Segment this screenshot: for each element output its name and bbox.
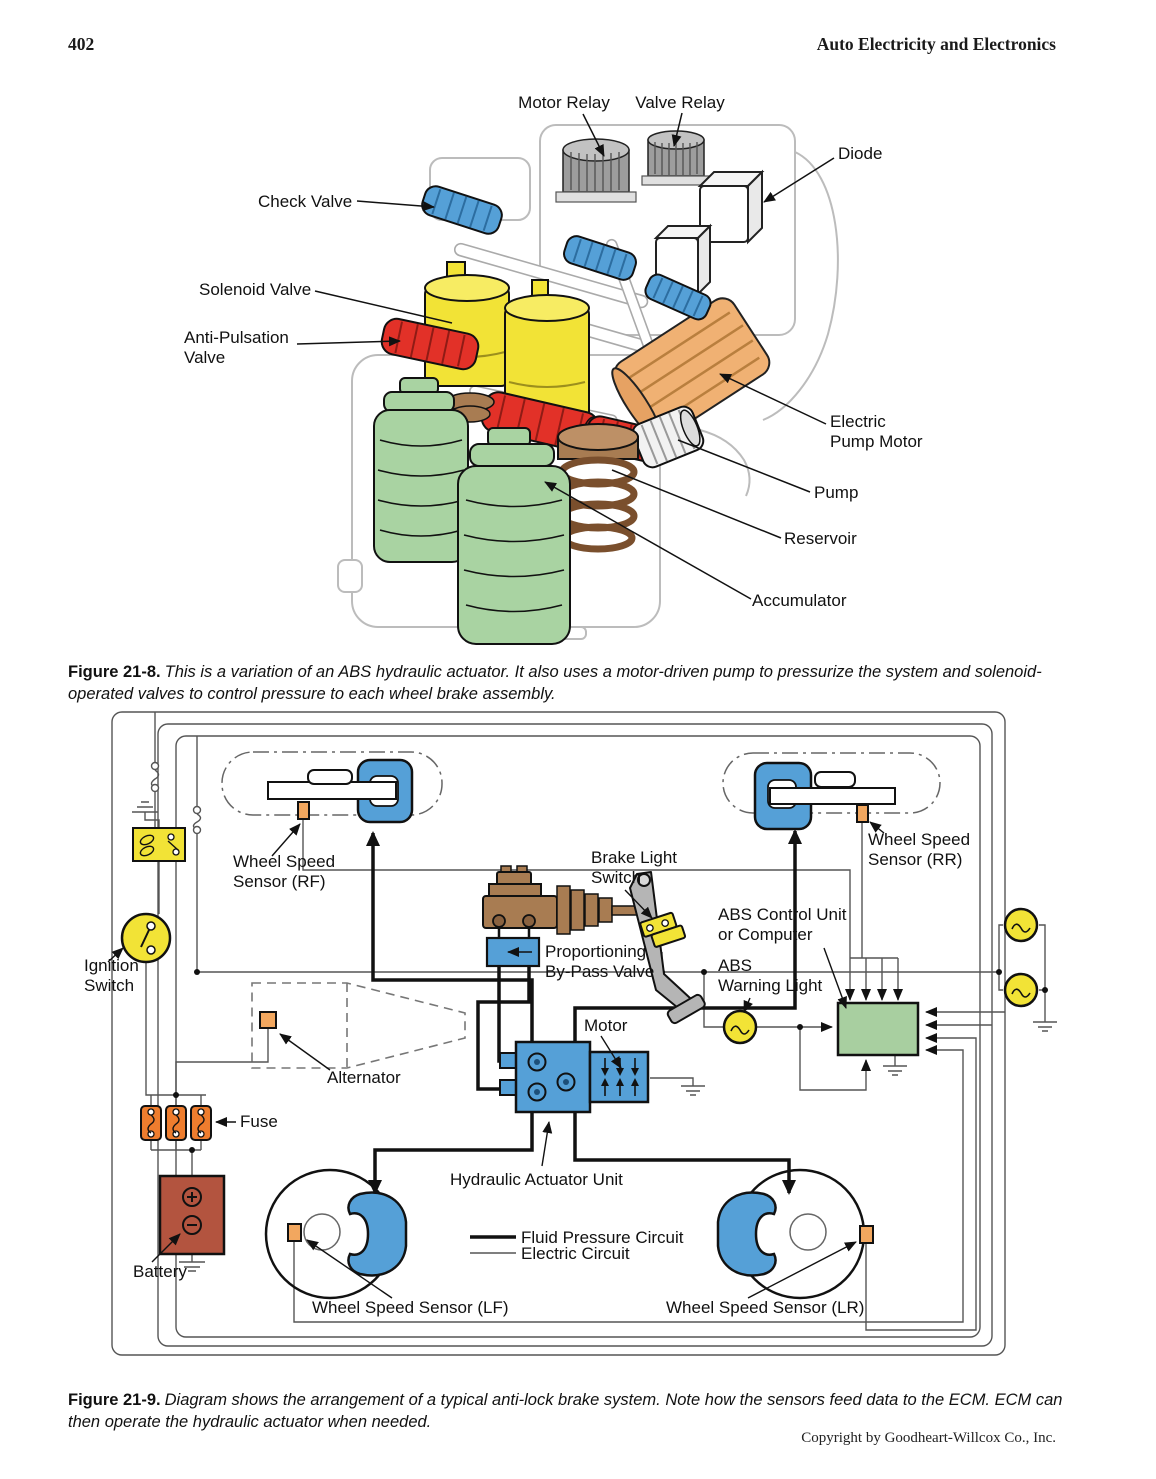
label-wheel-speed-sensor-rf: Wheel Speed Sensor (RF)	[233, 852, 336, 891]
brake-caliper-lf	[347, 1191, 408, 1277]
label-anti-pulsation-valve: Anti-Pulsation Valve	[184, 328, 289, 367]
figure-21-8-caption: Figure 21-8.This is a variation of an AB…	[68, 661, 1068, 706]
label-wheel-speed-sensor-lf: Wheel Speed Sensor (LF)	[312, 1298, 509, 1317]
label-motor: Motor	[584, 1016, 628, 1035]
figure-21-9-caption-label: Figure 21-9.	[68, 1390, 161, 1409]
reservoir-shape	[445, 392, 639, 553]
legend-electric-circuit: Electric Circuit	[521, 1244, 630, 1263]
ignition-switch-shape	[120, 912, 172, 964]
pump-shape	[631, 405, 705, 469]
master-cylinder-shape	[482, 865, 649, 935]
abs-warning-light-shape	[722, 1009, 758, 1045]
label-fuse: Fuse	[240, 1112, 278, 1131]
label-abs-control-unit: ABS Control Unit or Computer	[718, 905, 847, 944]
diagram-frame-wires	[111, 711, 1006, 1356]
figure-21-9-caption: Figure 21-9.Diagram shows the arrangemen…	[68, 1389, 1068, 1434]
label-abs-warning-light: ABS Warning Light	[718, 956, 823, 995]
figure-21-9-diagram	[107, 711, 1057, 1356]
alternator-shape	[251, 982, 466, 1069]
figure-21-9-caption-text: Diagram shows the arrangement of a typic…	[68, 1390, 1063, 1431]
figure-21-8-illustration	[296, 112, 839, 645]
label-motor-relay: Motor Relay	[518, 93, 610, 112]
sensor-rr	[856, 804, 869, 823]
check-valve-shapes	[563, 235, 712, 321]
label-proportioning-bypass-valve: Proportioning By-Pass Valve	[545, 942, 655, 981]
label-reservoir: Reservoir	[784, 529, 857, 548]
relay-shape	[132, 827, 186, 862]
label-battery: Battery	[133, 1262, 187, 1281]
copyright-notice: Copyright by Goodheart-Willcox Co., Inc.	[801, 1430, 1056, 1446]
label-hydraulic-actuator-unit: Hydraulic Actuator Unit	[450, 1170, 623, 1189]
battery-shape	[158, 1174, 226, 1256]
motor-shape	[588, 1050, 650, 1104]
accumulator-shapes	[373, 377, 571, 645]
abs-control-unit-shape	[836, 1001, 920, 1057]
label-brake-light-switch: Brake Light Switch	[591, 848, 677, 887]
label-check-valve: Check Valve	[258, 192, 353, 211]
figure-21-9-leader-lines	[107, 821, 885, 1299]
figure-21-8-leader-lines	[296, 112, 835, 600]
brake-light-switch-shape	[639, 911, 687, 948]
page-number: 402	[68, 34, 95, 54]
hydraulic-actuator-shape	[499, 1040, 650, 1114]
label-valve-relay: Valve Relay	[635, 93, 725, 112]
wheel-assembly-lf	[264, 1168, 408, 1300]
label-electric-pump-motor: Electric Pump Motor	[830, 412, 923, 451]
motor-relay-shape	[555, 138, 637, 203]
label-solenoid-valve: Solenoid Valve	[199, 280, 312, 299]
label-pump: Pump	[814, 483, 859, 502]
label-ignition-switch: Ignition Switch	[84, 956, 139, 995]
wheel-assembly-rf	[221, 751, 443, 824]
sensor-rf	[297, 801, 310, 820]
label-wheel-speed-sensor-rr: Wheel Speed Sensor (RR)	[868, 830, 971, 869]
brake-lamp-shapes	[1003, 907, 1039, 1008]
label-diode: Diode	[838, 144, 883, 163]
wheel-assembly-rr	[722, 752, 941, 831]
wheel-assembly-lr	[716, 1168, 874, 1300]
fuse-shapes	[140, 1105, 212, 1141]
brake-caliper-lr	[716, 1191, 777, 1277]
figure-21-8-caption-label: Figure 21-8.	[68, 662, 161, 681]
book-title: Auto Electricity and Electronics	[816, 34, 1056, 54]
figure-21-8-caption-text: This is a variation of an ABS hydraulic …	[68, 662, 1042, 703]
legend-lines	[470, 1235, 516, 1254]
label-alternator: Alternator	[327, 1068, 401, 1087]
connector-symbols	[150, 761, 202, 835]
label-accumulator: Accumulator	[752, 591, 847, 610]
legend-fluid-pressure-circuit: Fluid Pressure Circuit	[521, 1228, 684, 1247]
label-wheel-speed-sensor-lr: Wheel Speed Sensor (LR)	[666, 1298, 865, 1317]
sensor-lf	[287, 1223, 302, 1242]
sensor-lr	[859, 1225, 874, 1244]
check-valve-front-shape	[421, 185, 503, 235]
